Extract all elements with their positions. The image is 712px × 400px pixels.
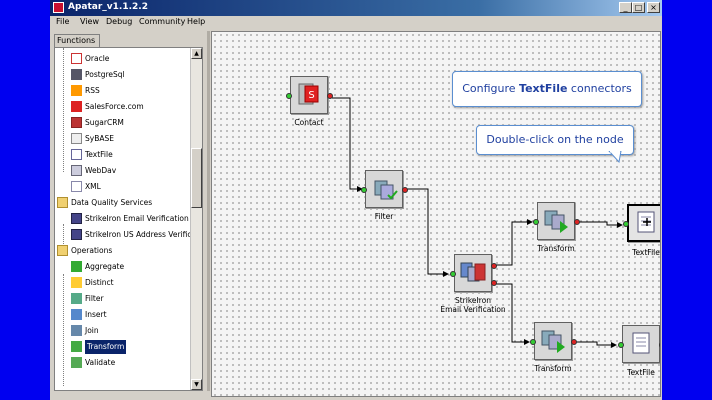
port-out[interactable] bbox=[402, 187, 408, 193]
menu-debug[interactable]: Debug bbox=[106, 17, 133, 26]
xml-icon bbox=[71, 181, 82, 192]
connector-strikeiron-transform1 bbox=[496, 219, 533, 266]
title-bar[interactable]: Apatar_v1.1.2.2 _ □ × bbox=[50, 0, 662, 16]
filter-icon bbox=[374, 180, 398, 200]
callout-pointer bbox=[608, 151, 622, 163]
textfile-icon bbox=[637, 211, 655, 233]
node-label-strikeiron: StrikeIron Email Verification bbox=[440, 296, 506, 314]
scroll-down-icon[interactable]: ▼ bbox=[191, 379, 202, 390]
aggregate-icon bbox=[71, 261, 82, 272]
connector-transform2-textfile2 bbox=[574, 341, 617, 348]
window-title: Apatar_v1.1.2.2 bbox=[68, 2, 148, 12]
distinct-icon bbox=[71, 277, 82, 288]
node-label-filter: Filter bbox=[374, 212, 394, 221]
connector-transform1-textfile1 bbox=[578, 221, 623, 228]
node-label-transform-1: Transform bbox=[537, 244, 575, 253]
node-label-textfile-1: TextFile bbox=[632, 248, 660, 257]
node-contact[interactable]: S bbox=[286, 76, 333, 114]
node-label-textfile-2: TextFile bbox=[627, 368, 655, 377]
connector-filter-strikeiron bbox=[405, 188, 449, 277]
filter-icon bbox=[71, 293, 82, 304]
node-transform-1[interactable] bbox=[533, 202, 580, 240]
port-in[interactable] bbox=[286, 93, 292, 99]
port-out[interactable] bbox=[327, 93, 333, 99]
folder-icon bbox=[57, 197, 68, 208]
node-filter[interactable] bbox=[361, 170, 408, 208]
app-window: Apatar_v1.1.2.2 _ □ × File View Debug Co… bbox=[50, 0, 662, 400]
callout-configure: Configure TextFile connectors bbox=[452, 71, 642, 107]
transform-icon bbox=[541, 330, 565, 353]
node-strikeiron[interactable] bbox=[450, 254, 497, 292]
salesforce-icon: S bbox=[298, 83, 319, 105]
panel-splitter[interactable] bbox=[207, 31, 210, 391]
workflow-canvas[interactable]: S Contact Filter bbox=[211, 31, 661, 397]
textfile-icon bbox=[71, 149, 82, 160]
maximize-button[interactable]: □ bbox=[632, 2, 645, 13]
rss-icon bbox=[71, 85, 82, 96]
minimize-button[interactable]: _ bbox=[619, 2, 632, 13]
svg-text:S: S bbox=[308, 90, 314, 101]
app-icon bbox=[53, 2, 64, 13]
callout-hint: Double-click on the node bbox=[476, 125, 634, 155]
port-in[interactable] bbox=[361, 187, 367, 193]
scroll-up-icon[interactable]: ▲ bbox=[191, 48, 202, 59]
node-textfile-2[interactable] bbox=[618, 325, 660, 363]
connector-strikeiron-transform2 bbox=[496, 283, 530, 345]
tree-scrollbar[interactable]: ▲ ▼ bbox=[190, 48, 202, 390]
port-out-1[interactable] bbox=[491, 263, 497, 269]
connector-contact-filter bbox=[332, 97, 363, 192]
functions-tree: Oracle PostgreSql RSS SalesForce.com Sug… bbox=[54, 47, 203, 391]
webdav-icon bbox=[71, 165, 82, 176]
oracle-icon bbox=[71, 53, 82, 64]
join-icon bbox=[71, 325, 82, 336]
close-button[interactable]: × bbox=[647, 2, 660, 13]
transform-icon bbox=[71, 341, 82, 352]
postgresql-icon bbox=[71, 69, 82, 80]
menu-community[interactable]: Community bbox=[139, 17, 186, 26]
port-in[interactable] bbox=[618, 342, 624, 348]
node-label-contact: Contact bbox=[294, 118, 324, 127]
sybase-icon bbox=[71, 133, 82, 144]
menu-help[interactable]: Help bbox=[187, 17, 206, 26]
insert-icon bbox=[71, 309, 82, 320]
validate-icon bbox=[71, 357, 82, 368]
port-out-2[interactable] bbox=[491, 280, 497, 286]
node-transform-2[interactable] bbox=[530, 322, 577, 360]
menu-bar: File View Debug Community Help bbox=[50, 16, 662, 30]
folder-icon bbox=[57, 245, 68, 256]
tab-functions[interactable]: Functions bbox=[54, 34, 100, 47]
port-out[interactable] bbox=[571, 339, 577, 345]
connectors bbox=[332, 97, 623, 348]
textfile-icon bbox=[632, 332, 650, 354]
port-out[interactable] bbox=[659, 342, 660, 348]
port-in[interactable] bbox=[450, 271, 456, 277]
menu-view[interactable]: View bbox=[80, 17, 99, 26]
node-textfile-1[interactable] bbox=[623, 204, 660, 242]
menu-file[interactable]: File bbox=[56, 17, 70, 26]
functions-panel: Functions Oracle PostgreSql RSS SalesFor… bbox=[52, 31, 205, 391]
sugarcrm-icon bbox=[71, 117, 82, 128]
node-label-transform-2: Transform bbox=[534, 364, 572, 373]
port-in[interactable] bbox=[533, 219, 539, 225]
transform-icon bbox=[544, 210, 568, 233]
strikeiron-icon bbox=[71, 213, 82, 224]
port-in[interactable] bbox=[530, 339, 536, 345]
scroll-thumb[interactable] bbox=[191, 148, 202, 208]
strikeiron-icon bbox=[460, 262, 486, 282]
salesforce-icon bbox=[71, 101, 82, 112]
strikeiron-icon bbox=[71, 229, 82, 240]
port-in[interactable] bbox=[623, 221, 629, 227]
port-out[interactable] bbox=[574, 219, 580, 225]
